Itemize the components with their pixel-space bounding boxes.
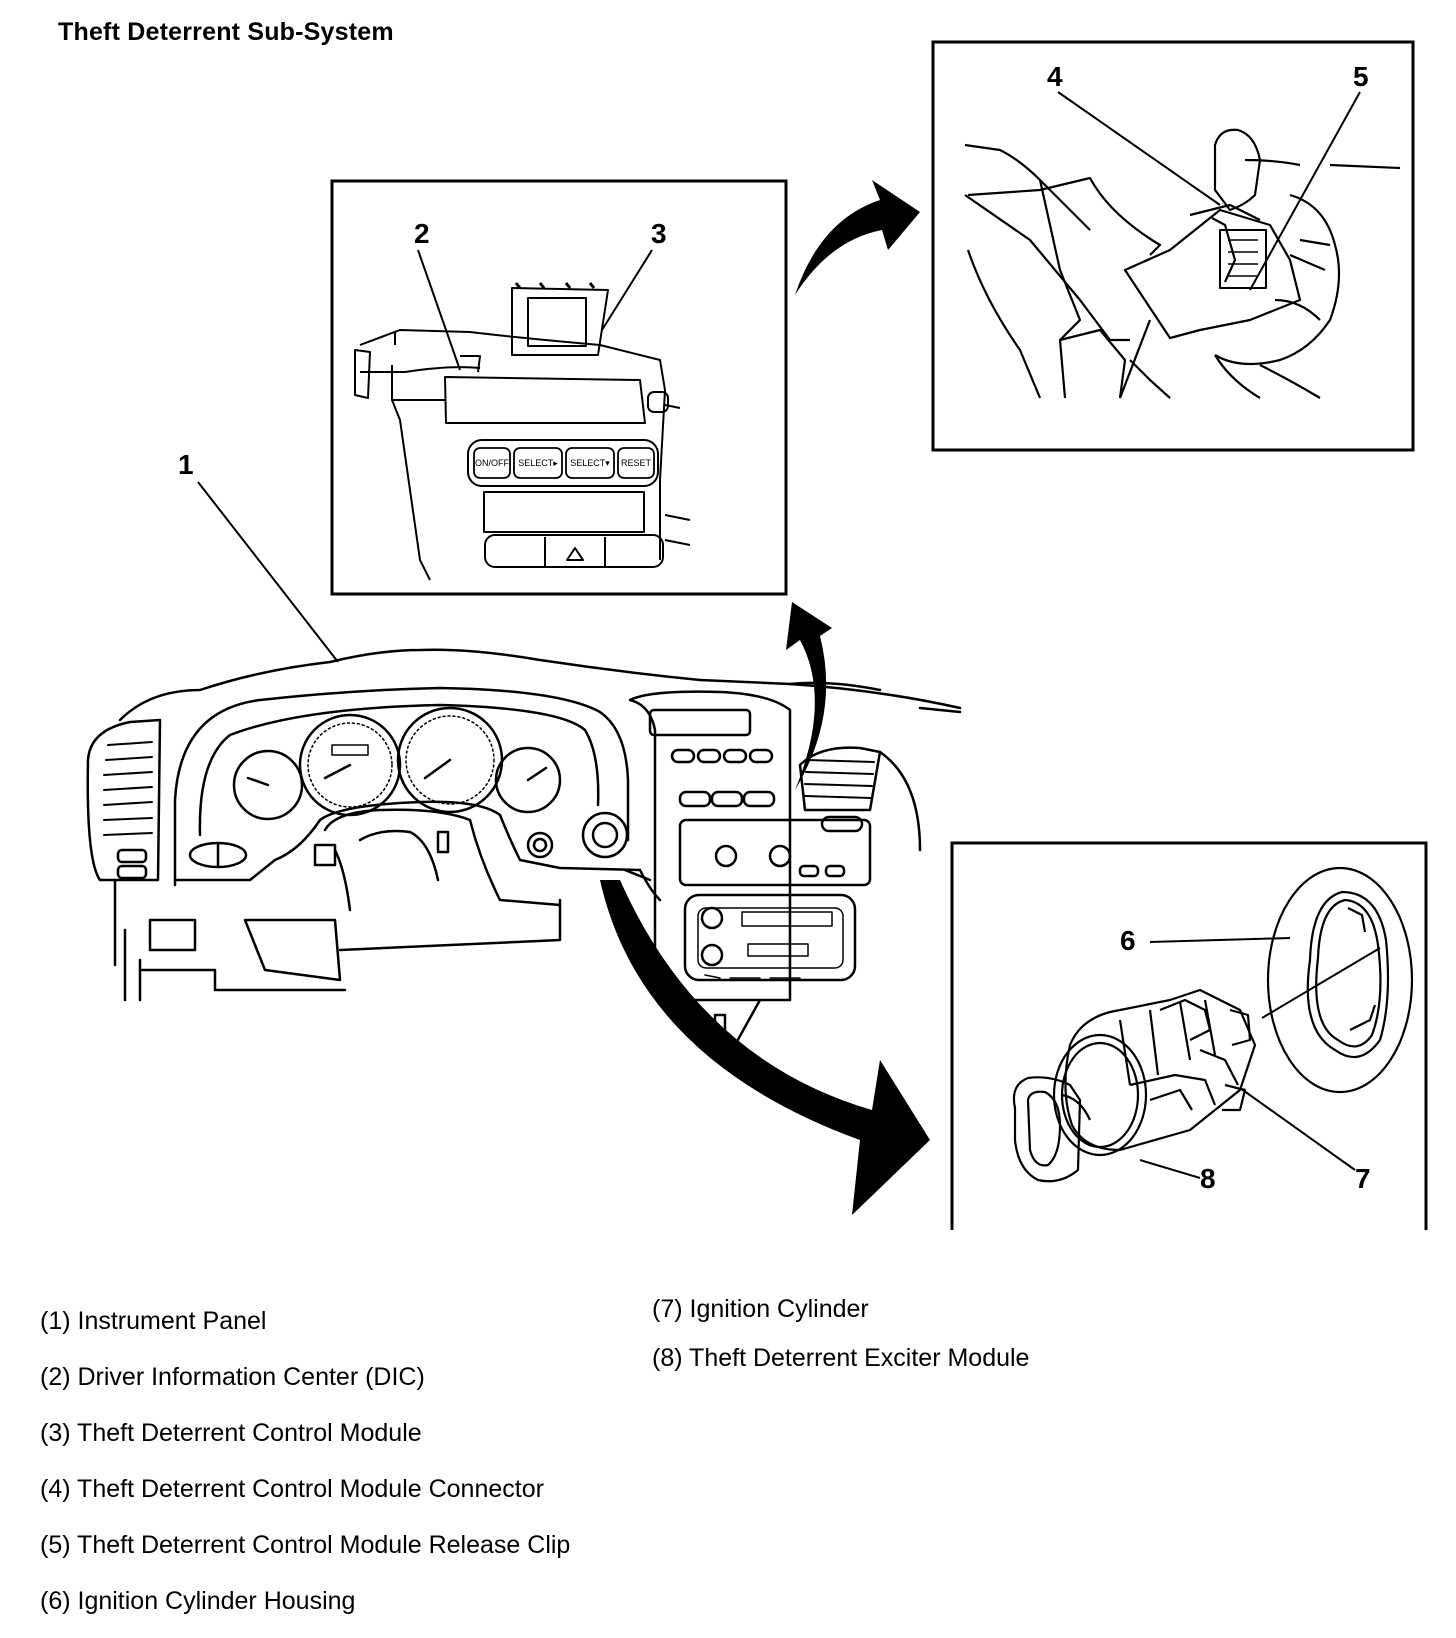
callout-7: 7 xyxy=(1355,1163,1371,1194)
legend-item-8: (8) Theft Deterrent Exciter Module xyxy=(652,1344,1030,1372)
dic-button-reset: RESET xyxy=(621,458,652,468)
arrows xyxy=(600,180,930,1215)
legend-item-3: (3) Theft Deterrent Control Module xyxy=(40,1419,422,1447)
callout-2: 2 xyxy=(414,218,430,249)
legend-item-6: (6) Ignition Cylinder Housing xyxy=(40,1587,356,1615)
instrument-panel-drawing xyxy=(86,648,962,1047)
ignition-cylinder-detail-box xyxy=(950,841,1428,1230)
legend-item-1: (1) Instrument Panel xyxy=(40,1307,267,1335)
legend-item-2: (2) Driver Information Center (DIC) xyxy=(40,1363,425,1391)
callout-1: 1 xyxy=(178,449,194,480)
dic-button-on-off: ON/OFF xyxy=(475,458,509,468)
module-connector-detail-box xyxy=(931,40,1415,452)
callout-3: 3 xyxy=(651,218,667,249)
theft-deterrent-diagram: ON/OFF SELECT▸ SELECT▾ RESET xyxy=(86,40,1428,1230)
callout-5: 5 xyxy=(1353,61,1369,92)
dic-detail-box: ON/OFF SELECT▸ SELECT▾ RESET xyxy=(330,179,788,596)
legend-item-5: (5) Theft Deterrent Control Module Relea… xyxy=(40,1531,571,1559)
callout-4: 4 xyxy=(1047,61,1063,92)
callout-6: 6 xyxy=(1120,925,1136,956)
legend-item-4: (4) Theft Deterrent Control Module Conne… xyxy=(40,1475,544,1503)
diagram-title: Theft Deterrent Sub-System xyxy=(58,18,394,46)
dic-button-select-down: SELECT▾ xyxy=(570,458,610,468)
callout-8: 8 xyxy=(1200,1163,1216,1194)
legend-item-7: (7) Ignition Cylinder xyxy=(652,1295,869,1323)
dic-button-select-right: SELECT▸ xyxy=(518,458,558,468)
